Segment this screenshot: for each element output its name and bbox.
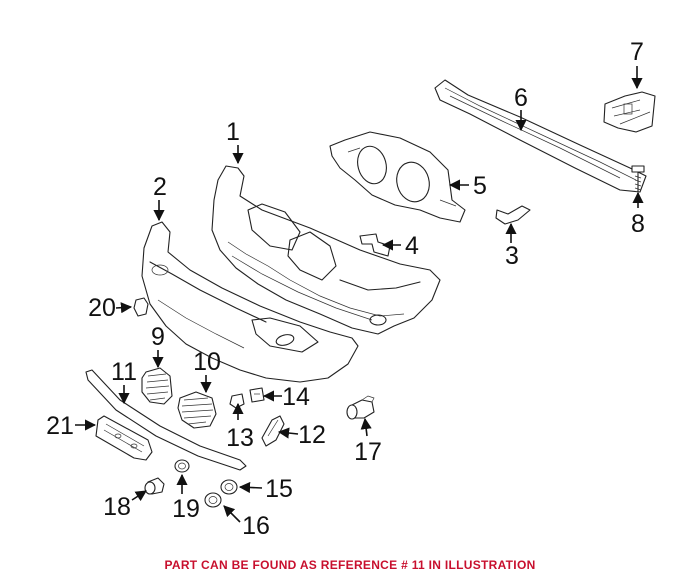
callout-12: 12 xyxy=(298,421,326,449)
bumper-cover-part-1 xyxy=(211,165,441,335)
ring-part-19 xyxy=(174,459,190,473)
callout-3: 3 xyxy=(505,242,519,270)
bracket-part-7 xyxy=(603,91,656,133)
callout-5: 5 xyxy=(473,172,487,200)
impact-bar-part-6 xyxy=(434,79,647,193)
callout-19: 19 xyxy=(172,495,200,523)
cap-part-20 xyxy=(133,297,149,317)
leader-18 xyxy=(131,490,147,502)
leader-20 xyxy=(115,302,133,314)
grille-carrier-part-5 xyxy=(329,131,466,223)
bumper-cover-part-2 xyxy=(141,221,359,383)
kidney-grille-part-10 xyxy=(177,391,217,429)
callout-14: 14 xyxy=(282,383,310,411)
callout-9: 9 xyxy=(151,323,165,351)
ring-part-16 xyxy=(204,492,222,508)
leader-17 xyxy=(360,417,372,437)
callout-2: 2 xyxy=(153,173,167,201)
bolt-part-8 xyxy=(631,165,645,193)
callout-4: 4 xyxy=(405,232,419,260)
callout-8: 8 xyxy=(631,210,645,238)
callout-labels: 1 2 3 4 5 6 7 8 9 10 11 12 13 14 15 16 1… xyxy=(46,38,645,540)
bracket-part-3 xyxy=(495,205,531,225)
callout-17: 17 xyxy=(354,438,382,466)
callout-10: 10 xyxy=(193,348,221,376)
callout-13: 13 xyxy=(226,424,254,452)
callout-6: 6 xyxy=(514,84,528,112)
clip-part-13 xyxy=(229,393,245,409)
callout-7: 7 xyxy=(630,38,644,66)
bracket-part-12 xyxy=(261,415,285,447)
footer-note: PART CAN BE FOUND AS REFERENCE # 11 IN I… xyxy=(164,558,536,572)
clip-part-14 xyxy=(249,387,265,403)
leader-15 xyxy=(238,481,263,494)
callout-1: 1 xyxy=(226,118,240,146)
leader-16 xyxy=(223,505,241,523)
license-bracket-part-21 xyxy=(95,415,153,461)
callout-21: 21 xyxy=(46,412,74,440)
callout-16: 16 xyxy=(242,512,270,540)
leader-12 xyxy=(277,427,299,439)
callout-20: 20 xyxy=(88,294,116,322)
callout-11: 11 xyxy=(111,358,137,386)
callout-15: 15 xyxy=(265,475,293,503)
callout-18: 18 xyxy=(103,493,131,521)
park-sensor-part-17 xyxy=(346,395,375,420)
kidney-grille-part-9 xyxy=(141,367,173,405)
ring-part-15 xyxy=(220,479,238,495)
leader-lines xyxy=(75,66,644,523)
sensor-part-18 xyxy=(144,477,165,495)
